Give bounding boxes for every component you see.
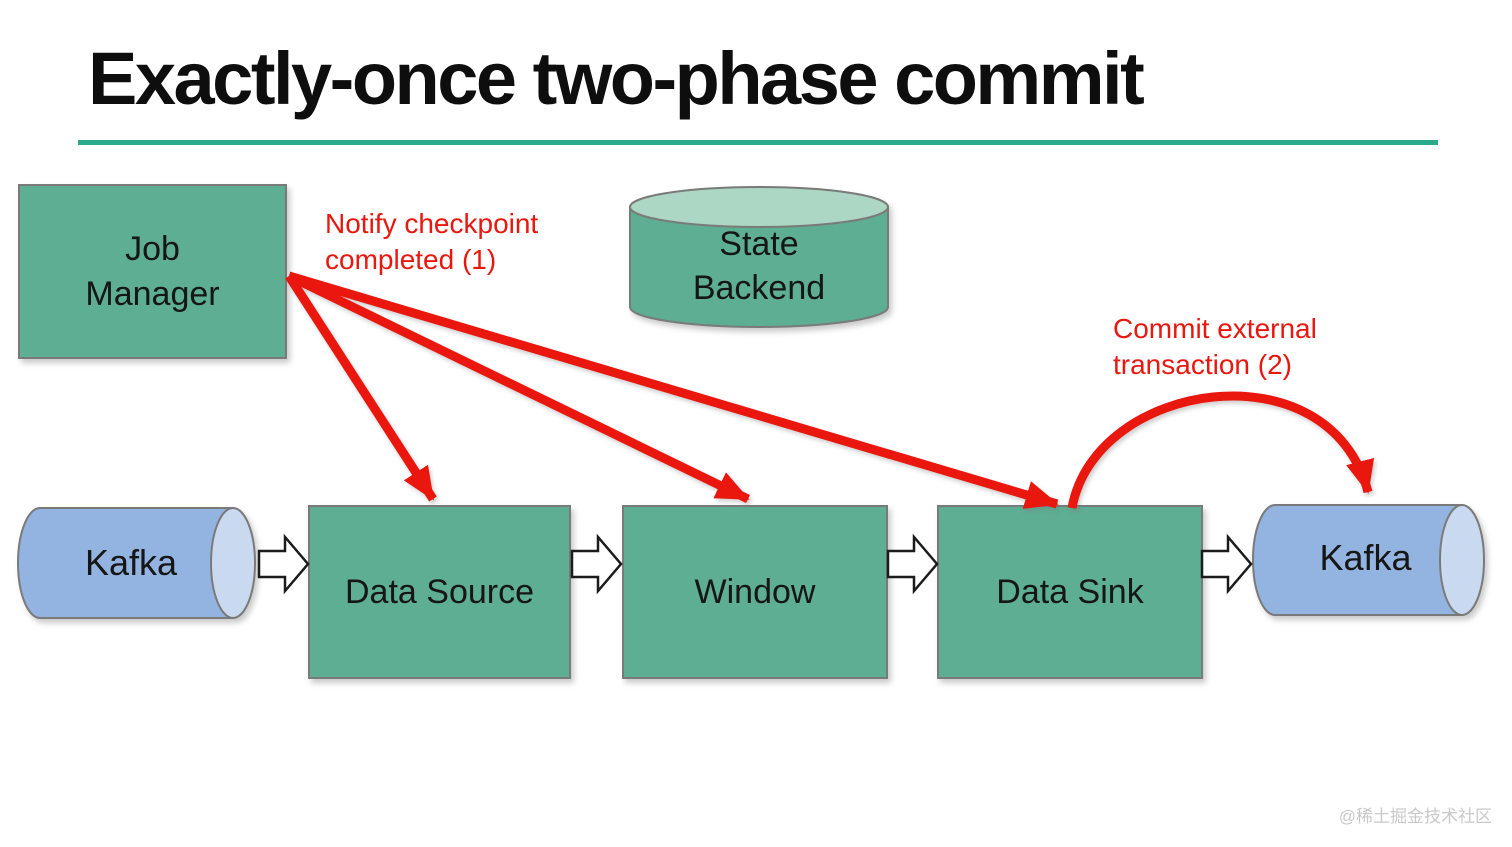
data-sink-label: Data Sink: [996, 572, 1144, 611]
data-source-label: Data Source: [345, 572, 534, 611]
page-title: Exactly-once two-phase commit: [88, 37, 1145, 120]
commit-arrow-to-kafka: [1067, 391, 1375, 509]
flow-arrow-icon: [257, 533, 310, 595]
watermark: @稀土掘金技术社区: [1338, 807, 1492, 826]
flow-arrow-icon: [886, 533, 939, 595]
notify-arrow-to-data-source: [285, 273, 437, 502]
kafka-sink-label: Kafka: [1319, 536, 1412, 578]
flow-arrow-icon: [1200, 533, 1253, 595]
flow-arrow-icon: [570, 533, 623, 595]
title-underline: [78, 140, 1438, 145]
job-manager-label: Job Manager: [85, 230, 220, 313]
commit-external-annotation: Commit external transaction (2): [1113, 313, 1317, 381]
window-label: Window: [694, 572, 816, 611]
state-backend-label: State Backend: [692, 224, 826, 307]
notify-checkpoint-annotation: Notify checkpoint completed (1): [325, 208, 539, 276]
kafka-source-label: Kafka: [84, 541, 178, 583]
